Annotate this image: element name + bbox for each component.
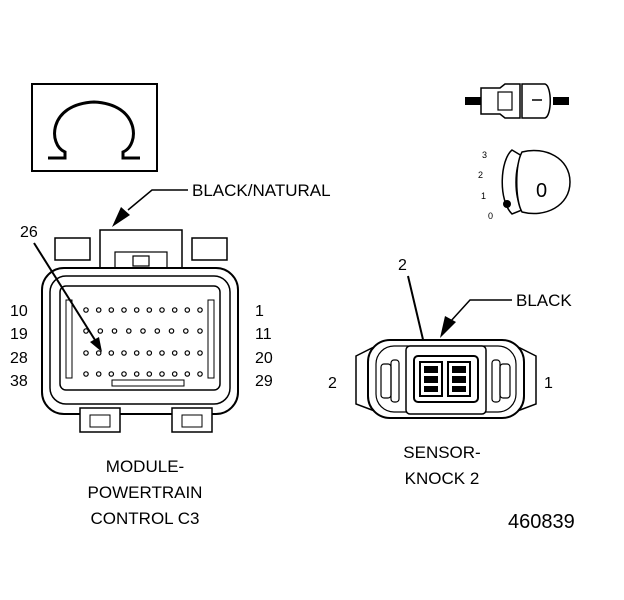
c3-pin-cavity: [140, 328, 146, 334]
c3-row-label: 11: [255, 326, 272, 343]
c3-pin-cavity: [97, 328, 104, 334]
c3-pin-cavity: [111, 328, 118, 334]
c3-caption: MODULE- POWERTRAIN CONTROL C3: [88, 457, 203, 528]
c3-pin-cavity: [183, 328, 189, 334]
c3-pin-cavity: [121, 350, 127, 356]
c3-caption-line: MODULE-: [106, 457, 184, 476]
knock-caption-line: SENSOR-: [403, 443, 480, 462]
c3-pin-cavity: [159, 307, 165, 313]
c3-row-label: 20: [255, 350, 273, 367]
c3-row-label: 29: [255, 373, 273, 390]
c3-caption-line: CONTROL C3: [91, 509, 200, 528]
knock-terminal-pin-2: [419, 361, 443, 397]
c3-pin-callout: 26: [20, 224, 102, 352]
lock-indicator: 0: [536, 180, 547, 202]
c3-pin-cavity: [171, 307, 178, 313]
c3-pin-cavity: [146, 371, 153, 377]
figure-number: 460839: [508, 511, 575, 533]
c3-pin-cavity: [108, 350, 115, 356]
c3-pin-cavity: [83, 350, 89, 356]
c3-pin-cavity: [95, 350, 102, 356]
knock-terminal-pin-1: [447, 361, 471, 397]
c3-pin-cavity: [83, 371, 89, 377]
c3-pin-cavity: [197, 307, 203, 313]
c3-pin-cavity: [171, 350, 178, 356]
lock-position-1: 1: [481, 191, 486, 201]
c3-pin-cavity: [121, 307, 127, 313]
lock-position-0: 0: [488, 211, 493, 221]
c3-pin-cavity: [133, 350, 140, 356]
c3-wire-callout: BLACK/NATURAL: [112, 181, 331, 227]
knock-side-label-left: 2: [328, 375, 337, 392]
c3-pin-cavity: [154, 328, 161, 334]
c3-row-label: 38: [10, 373, 28, 390]
connector-side-view-icon: [465, 83, 569, 119]
c3-pin-cavity: [121, 371, 127, 377]
c3-pin-cavity: [146, 350, 153, 356]
c3-pin-grid: [83, 307, 203, 387]
knock-wire-callout: BLACK: [440, 291, 572, 338]
omega-icon: [31, 83, 158, 172]
knock-side-label-right: 1: [544, 375, 553, 392]
c3-pin-cavity: [197, 328, 203, 334]
c3-caption-line: POWERTRAIN: [88, 483, 203, 502]
c3-wire-color-label: BLACK/NATURAL: [192, 181, 331, 200]
c3-pin-cavity: [95, 307, 102, 313]
c3-row-label: 28: [10, 350, 28, 367]
lock-position-icon: 3 2 1 0 0: [478, 149, 571, 221]
c3-row-labels-right: 1 11 20 29: [255, 303, 273, 390]
c3-pin-callout-label: 26: [20, 224, 38, 241]
c3-pin-cavity: [108, 371, 115, 377]
c3-connector: [41, 229, 239, 433]
c3-pin-cavity: [146, 307, 153, 313]
knock-wire-color-label: BLACK: [516, 291, 572, 310]
lock-position-2: 2: [478, 170, 483, 180]
c3-pin-cavity: [108, 307, 115, 313]
c3-pin-cavity: [133, 371, 140, 377]
c3-key-rib: [111, 379, 185, 387]
c3-row-label: 1: [255, 303, 264, 320]
c3-pin-cavity: [159, 371, 165, 377]
c3-pin-cavity: [126, 328, 132, 334]
c3-pin-cavity: [197, 371, 203, 377]
c3-pin-cavity: [168, 328, 175, 334]
knock-caption: SENSOR- KNOCK 2: [403, 443, 480, 488]
c3-pin-cavity: [184, 307, 191, 313]
c3-pin-cavity: [197, 350, 203, 356]
c3-pin-cavity: [184, 350, 191, 356]
c3-row-label: 19: [10, 326, 28, 343]
knock-caption-line: KNOCK 2: [405, 469, 480, 488]
c3-pin-cavity: [171, 371, 178, 377]
c3-pin-cavity: [133, 307, 140, 313]
knock-pin-callout-label: 2: [398, 257, 407, 274]
c3-pin-cavity: [83, 307, 89, 313]
c3-row-label: 10: [10, 303, 28, 320]
c3-row-labels-left: 10 19 28 38: [10, 303, 28, 390]
c3-pin-cavity: [95, 371, 102, 377]
knock-sensor-connector: [355, 339, 537, 419]
c3-pin-cavity: [159, 350, 165, 356]
lock-position-3: 3: [482, 150, 487, 160]
c3-pin-cavity: [184, 371, 191, 377]
